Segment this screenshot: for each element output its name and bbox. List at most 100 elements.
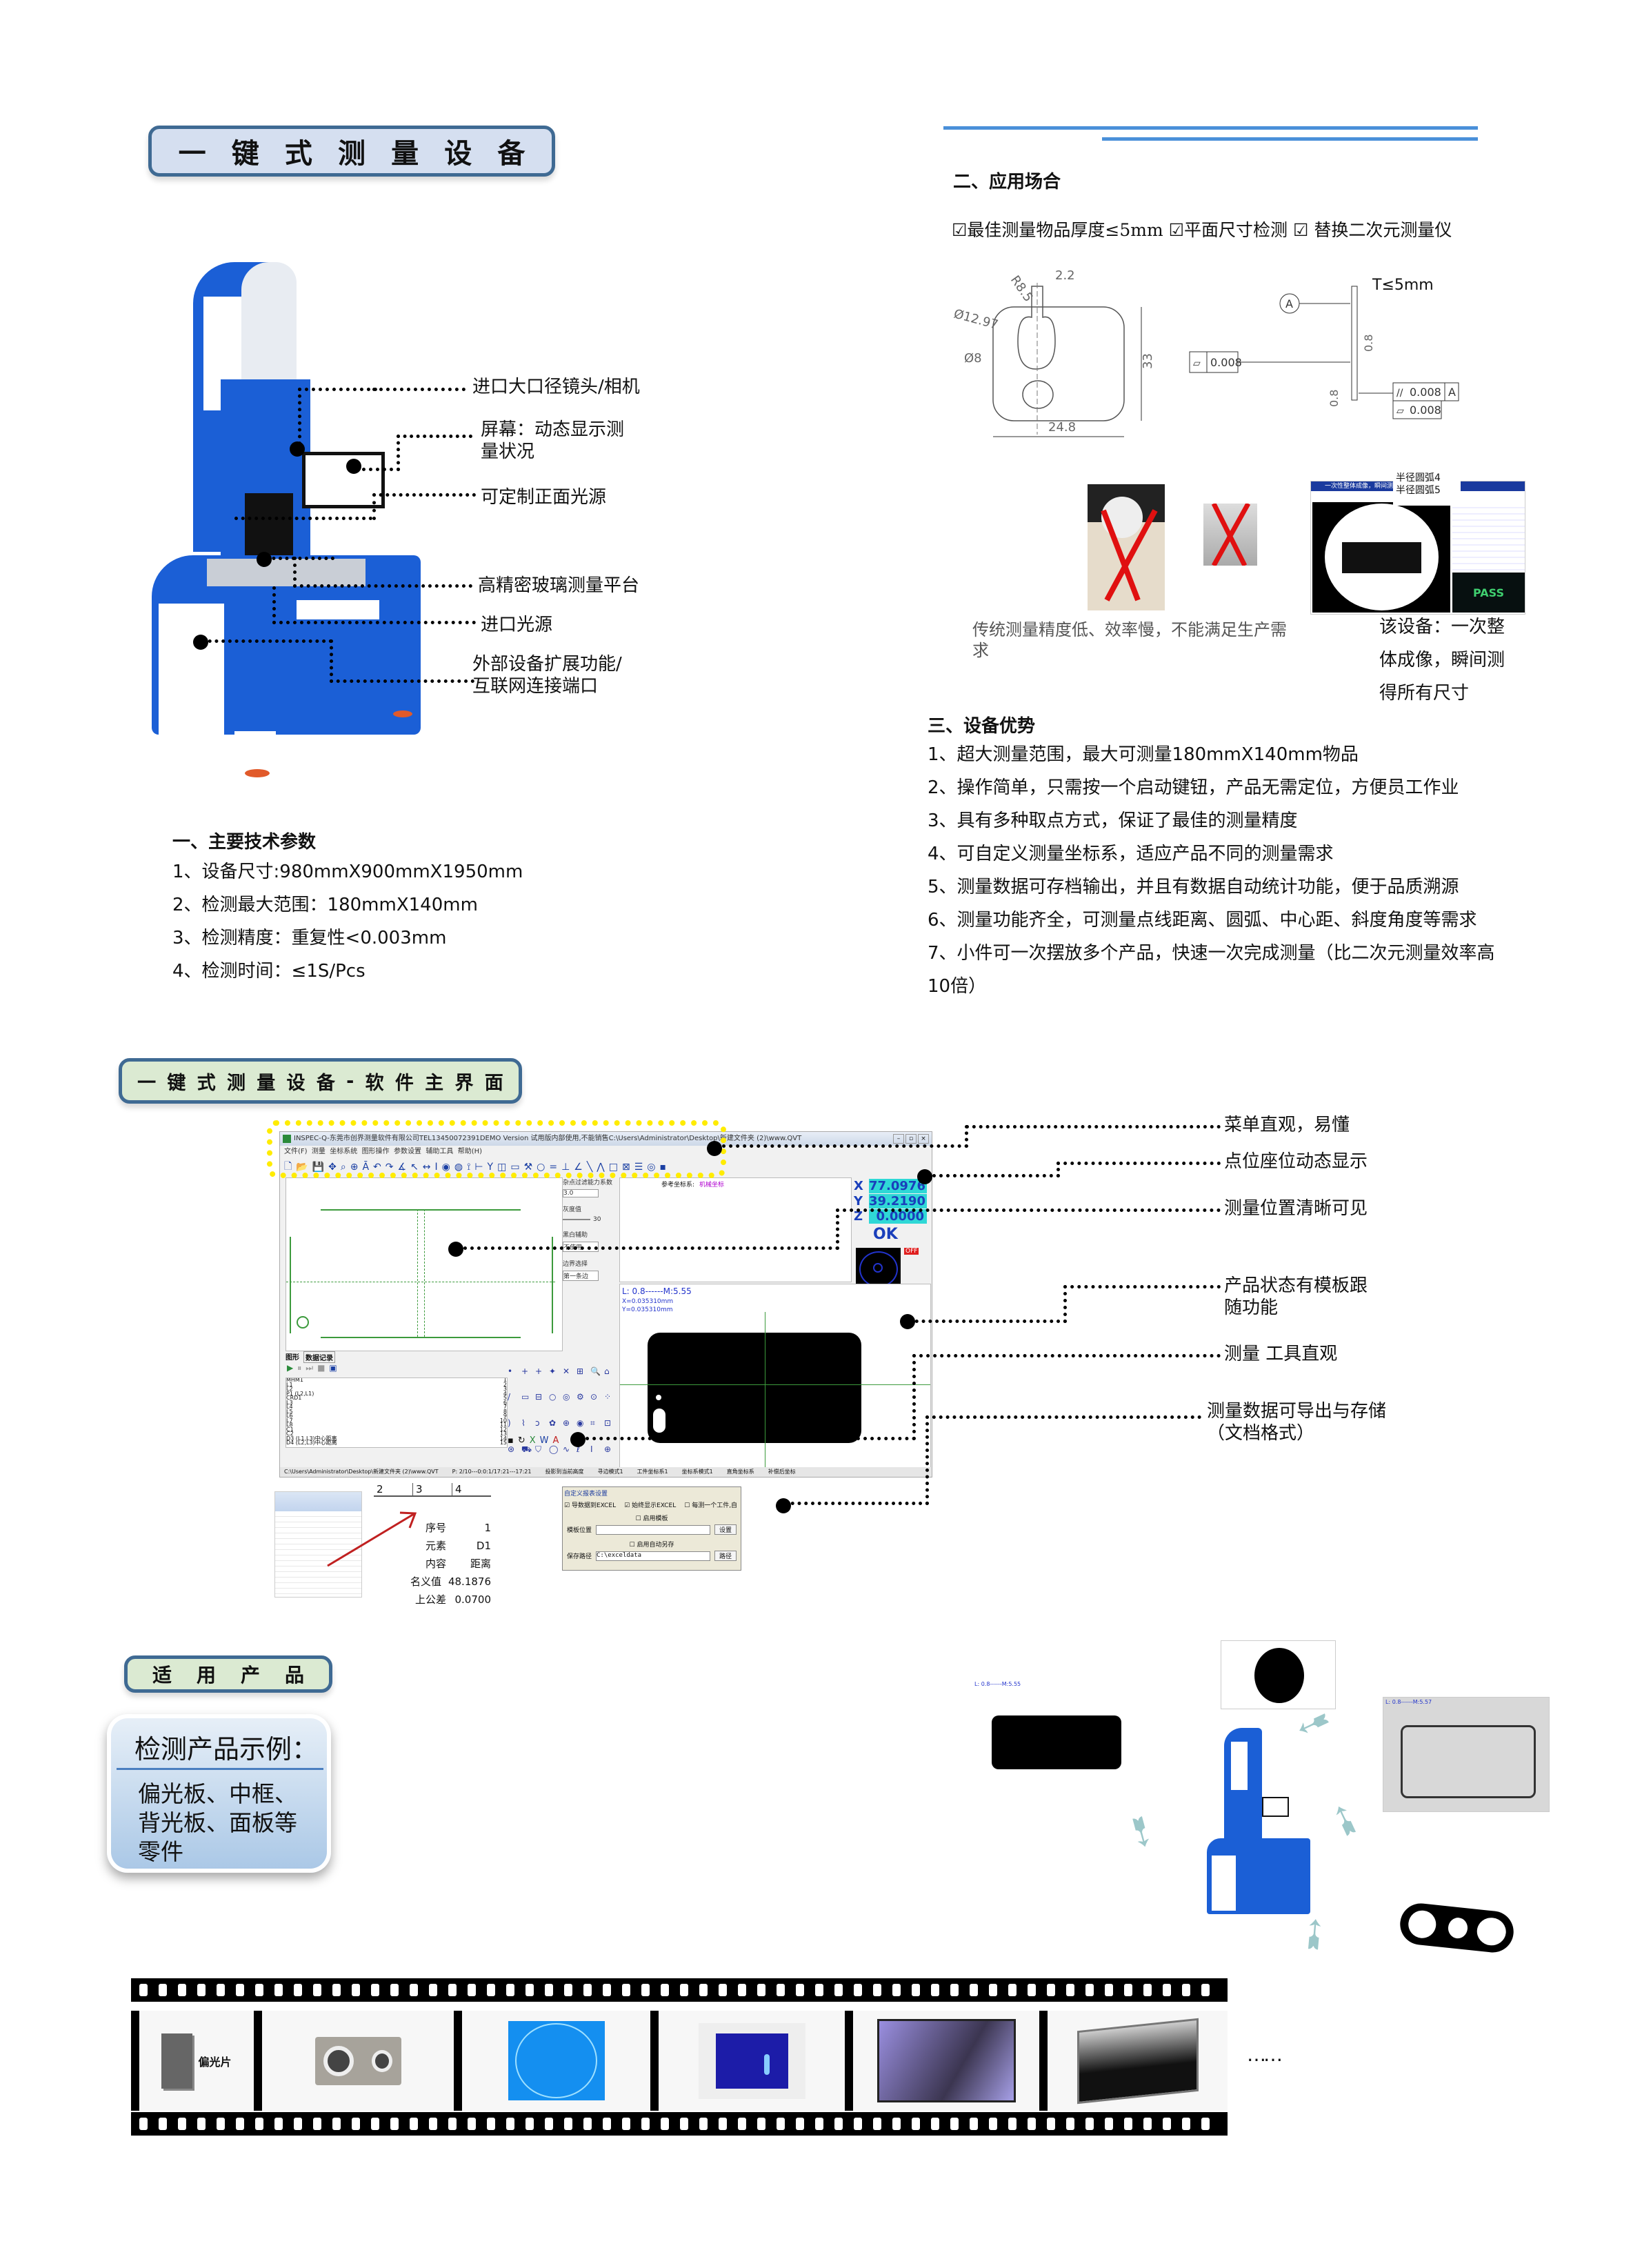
menu-tools[interactable]: 辅助工具: [425, 1148, 454, 1155]
gear2-tool-icon[interactable]: ⊛: [508, 1444, 515, 1454]
per-piece-checkbox[interactable]: ☐ 每测一个工件,自: [684, 1502, 738, 1509]
circle-fill-icon[interactable]: ◍: [454, 1162, 463, 1173]
width-icon[interactable]: ⊢: [474, 1162, 483, 1173]
lines-icon[interactable]: ⋀: [597, 1162, 605, 1173]
frame-icon[interactable]: ◫: [497, 1162, 507, 1173]
y-axis-icon[interactable]: Y: [487, 1162, 494, 1173]
minimize-icon[interactable]: –: [893, 1134, 904, 1144]
rect-tool-icon[interactable]: ▭: [521, 1392, 530, 1402]
x-tool-icon[interactable]: ✕: [563, 1366, 570, 1376]
refresh-tool-icon[interactable]: ↻: [517, 1435, 525, 1446]
camera-icon[interactable]: ◎: [647, 1162, 656, 1173]
stop-icon[interactable]: ■: [317, 1363, 326, 1373]
tab-graphics[interactable]: 图形: [286, 1354, 299, 1362]
move-icon[interactable]: ✥: [328, 1162, 337, 1173]
menu-settings[interactable]: 参数设置: [394, 1148, 421, 1155]
crosshair-icon[interactable]: ⊕: [350, 1162, 359, 1173]
auto-save-checkbox[interactable]: ☐ 启用自动另存: [629, 1542, 674, 1549]
grid-tool-icon[interactable]: ⊞: [577, 1366, 584, 1376]
ibeam-tool-icon[interactable]: I: [590, 1444, 593, 1454]
undo-icon[interactable]: ↶: [373, 1162, 381, 1173]
rectangle-icon[interactable]: □: [608, 1162, 618, 1173]
save-icon[interactable]: 💾: [312, 1162, 325, 1173]
set-button[interactable]: 设置: [714, 1524, 737, 1535]
wave-tool-icon[interactable]: ∿: [563, 1444, 570, 1454]
menu-graphics[interactable]: 图形操作: [361, 1148, 390, 1155]
disk-tool-icon[interactable]: ▪: [508, 1435, 514, 1446]
curve-tool-icon[interactable]: ℓ: [577, 1444, 580, 1454]
point-distance-icon[interactable]: ⟟: [467, 1162, 471, 1173]
menu-help[interactable]: 帮助(H): [457, 1148, 483, 1155]
element-list-item[interactable]: P1 (L2,L1)4: [286, 1391, 507, 1397]
vertical-distance-icon[interactable]: I: [434, 1162, 438, 1173]
frame-tool-icon[interactable]: ⌗: [590, 1418, 595, 1428]
menu-measure[interactable]: 测量: [311, 1148, 326, 1155]
flask-tool-icon[interactable]: ⌂: [604, 1366, 610, 1376]
menu-coordinate[interactable]: 坐标系统: [330, 1148, 358, 1155]
arc3-tool-icon[interactable]: ↄ: [535, 1418, 540, 1428]
horizontal-distance-icon[interactable]: ↔: [422, 1162, 431, 1173]
template-input[interactable]: [596, 1524, 710, 1535]
add-tool-icon[interactable]: ⊕: [604, 1444, 612, 1454]
plus-tool-icon[interactable]: +: [535, 1366, 543, 1376]
flower-tool-icon[interactable]: ✿: [549, 1418, 557, 1428]
report-icon[interactable]: A: [552, 1435, 559, 1446]
circle-icon[interactable]: ○: [537, 1162, 545, 1173]
arc-tool-icon[interactable]: ): [508, 1418, 511, 1428]
always-show-checkbox[interactable]: ☑ 始终显示EXCEL: [624, 1502, 677, 1509]
step-icon[interactable]: ⏭: [306, 1363, 314, 1373]
path-button[interactable]: 路径: [714, 1551, 737, 1561]
line-tool-icon[interactable]: /: [508, 1392, 511, 1402]
play-icon[interactable]: ▶: [287, 1363, 294, 1373]
maximize-icon[interactable]: ▫: [905, 1134, 917, 1144]
graphics-canvas[interactable]: [286, 1177, 563, 1351]
menu-file[interactable]: 文件(F): [284, 1148, 308, 1155]
pick-tool-icon[interactable]: ✦: [549, 1366, 557, 1376]
ring-tool-icon[interactable]: ◉: [577, 1418, 584, 1428]
excel-icon[interactable]: ▣: [329, 1363, 337, 1373]
use-template-checkbox[interactable]: ☐ 启用模板: [635, 1515, 668, 1522]
ring2-tool-icon[interactable]: ◯: [549, 1444, 559, 1454]
angle-line-icon[interactable]: ∠: [574, 1162, 583, 1173]
word-export-icon[interactable]: W: [539, 1435, 549, 1446]
list-icon[interactable]: ☰: [634, 1162, 643, 1173]
arc2-tool-icon[interactable]: ⌇: [521, 1418, 525, 1428]
off-badge[interactable]: OFF: [904, 1248, 919, 1255]
text-icon[interactable]: Ā: [362, 1162, 370, 1173]
edge-select[interactable]: 第一条边: [563, 1271, 599, 1281]
open-folder-icon[interactable]: 📂: [296, 1162, 308, 1173]
perpendicular-icon[interactable]: ⊥: [561, 1162, 570, 1173]
noise-select[interactable]: 3.0: [563, 1189, 599, 1197]
gray-slider[interactable]: [563, 1219, 590, 1220]
target-tool-icon[interactable]: ◎: [563, 1392, 570, 1402]
export-excel-checkbox[interactable]: ☑ 导数据到EXCEL: [564, 1502, 617, 1509]
window-icon[interactable]: ▭: [510, 1162, 520, 1173]
close-icon[interactable]: ×: [918, 1134, 929, 1144]
dots-tool-icon[interactable]: ⁘: [604, 1392, 612, 1402]
tool-icon[interactable]: ⚒: [523, 1162, 533, 1173]
new-file-icon[interactable]: 🗋: [284, 1161, 292, 1172]
circle-rotate-icon[interactable]: ◉: [441, 1162, 450, 1173]
point-tool-icon[interactable]: •: [508, 1366, 513, 1376]
box-icon[interactable]: ⊠: [622, 1162, 630, 1173]
zoom-window-icon[interactable]: ⌕: [340, 1162, 346, 1173]
line-icon[interactable]: ╲: [586, 1162, 593, 1173]
pause-icon[interactable]: ⏸: [297, 1363, 302, 1373]
parallel-icon[interactable]: =: [549, 1162, 558, 1173]
slope-icon[interactable]: ↖: [410, 1162, 419, 1173]
circle-tool-icon[interactable]: ○: [549, 1392, 557, 1402]
target2-tool-icon[interactable]: ⊕: [563, 1418, 570, 1428]
